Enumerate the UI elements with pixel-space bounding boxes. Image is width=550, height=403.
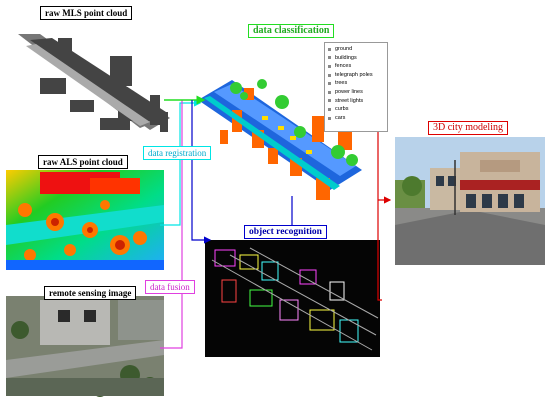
legend-label: ground [335,46,353,52]
legend-item: power lines [328,88,384,97]
legend-label: street lights [335,97,364,104]
legend-label: curbs [335,106,349,113]
legend-marker-icon [328,90,331,94]
fusion-arrow [160,100,183,349]
label-raw-mls: raw MLS point cloud [40,6,133,20]
legend-label: power lines [335,88,363,95]
label-remote-sensing: remote sensing image [44,286,137,300]
legend-item: trees [328,79,384,88]
legend-item: street lights [328,97,384,106]
legend-item: telegraph poles [328,71,384,80]
legend-marker-icon [328,47,331,51]
legend-label: buildings [335,54,357,61]
legend-marker-icon [328,64,331,68]
legend-marker-icon [328,73,331,77]
legend-label: cars [335,114,346,121]
label-city-modeling: 3D city modeling [428,121,508,135]
legend-marker-icon [328,99,331,103]
legend-label: fences [335,63,352,70]
recognition-arrow-left [191,100,212,244]
legend-item: buildings [328,54,384,63]
legend-item: curbs [328,105,384,114]
legend-marker-icon [328,107,331,111]
legend-label: trees [335,80,348,87]
label-object-recognition: object recognition [244,225,327,239]
label-raw-als: raw ALS point cloud [38,155,128,169]
legend-label: telegraph poles [335,71,373,78]
legend-marker-icon [328,56,331,60]
modeling-arrow [362,117,390,301]
legend-item: cars [328,114,384,123]
legend-marker-icon [328,82,331,86]
label-data-classification: data classification [248,24,335,38]
legend-item: fences [328,62,384,71]
legend-marker-icon [328,116,331,120]
label-data-fusion: data fusion [145,280,195,294]
legend-item: ground [328,45,384,54]
label-data-registration: data registration [143,146,212,160]
registration-arrow [160,99,202,226]
